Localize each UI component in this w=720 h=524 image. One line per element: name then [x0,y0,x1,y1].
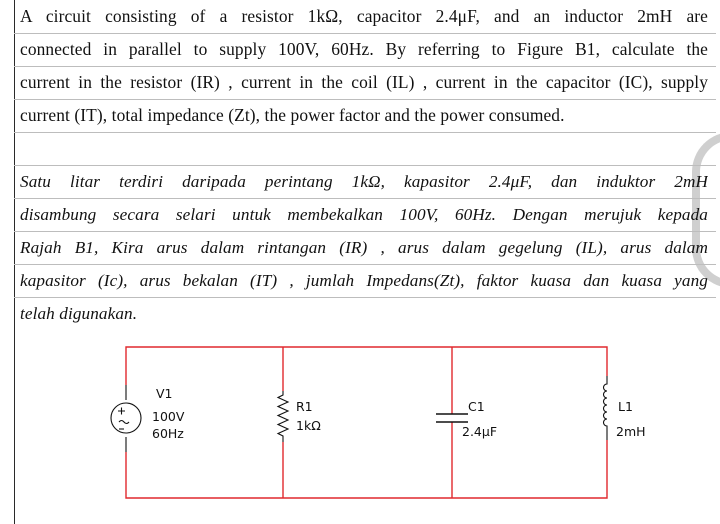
capacitor-name-label: C1 [468,399,485,414]
rule-line [14,33,716,34]
rule-line [14,231,716,232]
rule-line [14,264,716,265]
question-ms-line-5: telah digunakan. [20,304,138,323]
question-ms-line-1: Satu litar terdiri daripada perintang 1k… [20,172,708,191]
question-ms-line-3: Rajah B1, Kira arus dalam rintangan (IR)… [20,238,708,257]
question-en-line-3: current in the resistor (IR) , current i… [20,72,708,92]
rule-line [14,99,716,100]
question-malay: Satu litar terdiri daripada perintang 1k… [20,165,708,330]
resistor-name-label: R1 [296,399,313,414]
question-ms-line-2: disambung secara selari untuk membekalka… [20,205,708,224]
question-en-line-2: connected in parallel to supply 100V, 60… [20,39,708,59]
voltage-source [110,385,142,452]
inductor-name-label: L1 [618,399,633,414]
resistor-value-label: 1kΩ [296,418,321,433]
rule-line [14,66,716,67]
question-english: A circuit consisting of a resistor 1kΩ, … [20,0,708,132]
source-voltage-label: 100V [152,409,185,424]
question-en-line-4: current (IT), total impedance (Zt), the … [20,105,565,125]
source-frequency-label: 60Hz [152,426,184,441]
capacitor-symbol [436,413,468,423]
rule-line [14,198,716,199]
left-border [14,0,15,524]
rule-line [14,132,716,133]
inductor-value-label: 2mH [616,424,646,439]
source-name-label: V1 [156,386,173,401]
rule-line [14,165,716,166]
circuit-wires [125,346,608,499]
rule-line [14,297,716,298]
resistor-symbol [276,391,290,442]
inductor-symbol [602,376,608,440]
question-en-line-1: A circuit consisting of a resistor 1kΩ, … [20,6,708,26]
question-ms-line-4: kapasitor (Ic), arus bekalan (IT) , juml… [20,271,708,290]
capacitor-value-label: 2.4μF [462,424,497,439]
